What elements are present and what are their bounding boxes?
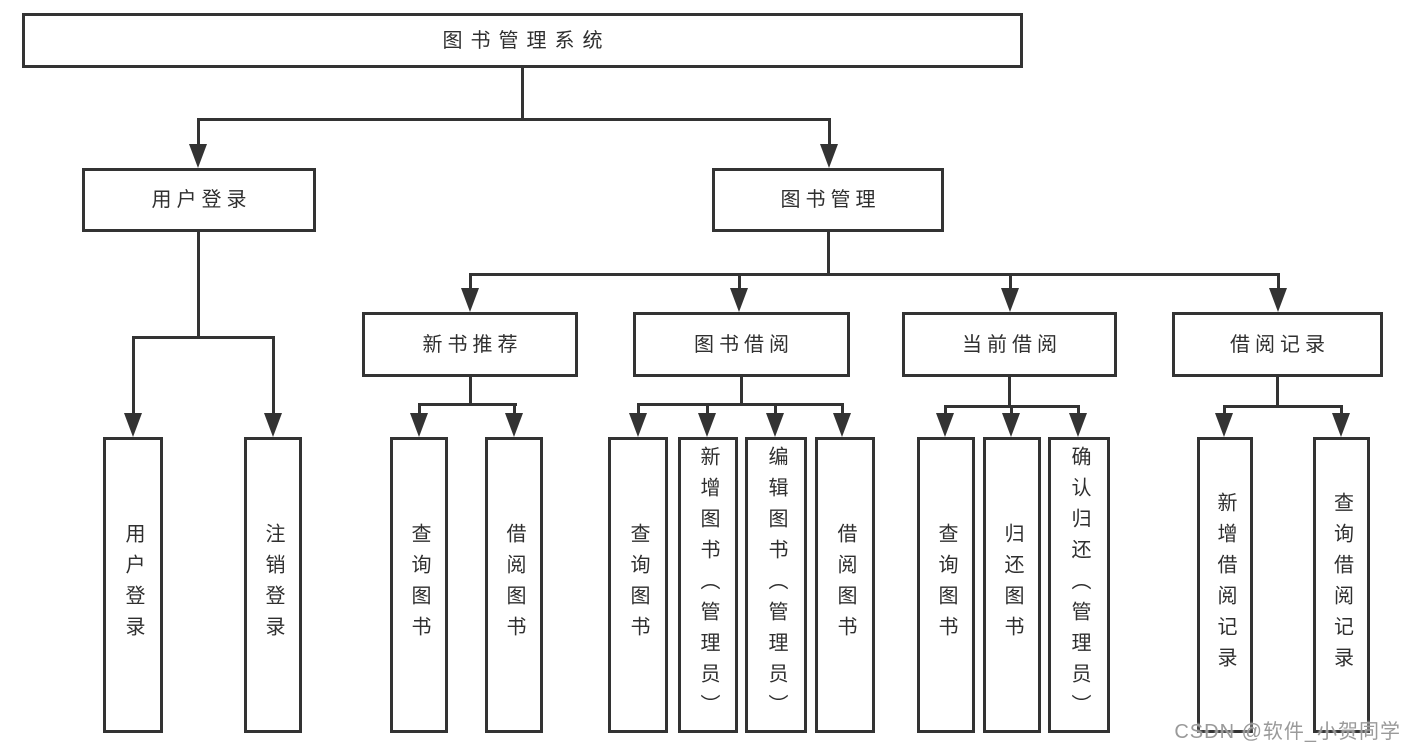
connector-borrowing-bar: [637, 403, 844, 406]
arrowhead-icon: [1332, 413, 1350, 437]
connector-records-bar: [1223, 405, 1343, 408]
leaf-query-books: 查询图书: [390, 437, 448, 733]
arrowhead-icon: [698, 413, 716, 437]
arrowhead-icon: [936, 413, 954, 437]
arrowhead-icon: [766, 413, 784, 437]
node-book-borrowing: 图书借阅: [633, 312, 850, 377]
arrowhead-icon: [410, 413, 428, 437]
leaf-query-books: 查询图书: [608, 437, 668, 733]
arrowhead-icon: [1215, 413, 1233, 437]
leaf-logout: 注销登录: [244, 437, 302, 733]
connector-leaf-drop: [1077, 405, 1080, 415]
node-book-management: 图书管理: [712, 168, 944, 232]
connector-leaf-drop: [513, 403, 516, 415]
connector-level3-drop: [738, 273, 741, 290]
connector-current-stem: [1008, 377, 1011, 405]
leaf-edit-books-admin: 编辑图书（管理员）: [745, 437, 807, 733]
connector-leaf-drop: [418, 403, 421, 415]
connector-level3-drop: [1277, 273, 1280, 290]
connector-newbook-stem: [469, 377, 472, 403]
connector-leaf-drop: [637, 403, 640, 415]
node-library-management-system: 图书管理系统: [22, 13, 1023, 68]
connector-leaf-drop: [944, 405, 947, 415]
connector-borrowing-stem: [740, 377, 743, 403]
connector-leaf-drop: [774, 403, 777, 415]
arrowhead-icon: [833, 413, 851, 437]
connector-level3-drop: [469, 273, 472, 290]
arrowhead-icon: [1001, 288, 1019, 312]
connector-user-login-drop: [197, 118, 200, 146]
connector-user-login-bar: [132, 336, 275, 339]
arrowhead-icon: [264, 413, 282, 437]
arrowhead-icon: [820, 144, 838, 168]
arrowhead-icon: [730, 288, 748, 312]
connector-leaf-drop: [272, 336, 275, 414]
arrowhead-icon: [1002, 413, 1020, 437]
arrowhead-icon: [461, 288, 479, 312]
leaf-add-books-admin: 新增图书（管理员）: [678, 437, 738, 733]
node-new-book-recommendation: 新书推荐: [362, 312, 578, 377]
leaf-borrow-books: 借阅图书: [485, 437, 543, 733]
leaf-add-borrow-record: 新增借阅记录: [1197, 437, 1253, 733]
connector-records-stem: [1276, 377, 1279, 405]
connector-level3-drop: [1009, 273, 1012, 290]
connector-book-mgmt-stem: [827, 232, 830, 273]
arrowhead-icon: [505, 413, 523, 437]
connector-leaf-drop: [1010, 405, 1013, 415]
connector-book-mgmt-bar: [469, 273, 1280, 276]
connector-leaf-drop: [1340, 405, 1343, 415]
connector-user-login-stem: [197, 232, 200, 336]
leaf-return-books: 归还图书: [983, 437, 1041, 733]
arrowhead-icon: [629, 413, 647, 437]
leaf-confirm-return-admin: 确认归还（管理员）: [1048, 437, 1110, 733]
leaf-query-borrow-record: 查询借阅记录: [1313, 437, 1370, 733]
connector-root-bar: [197, 118, 831, 121]
watermark: CSDN @软件_小贺同学: [1174, 721, 1401, 743]
connector-leaf-drop: [1223, 405, 1226, 415]
leaf-query-books: 查询图书: [917, 437, 975, 733]
node-current-borrowing: 当前借阅: [902, 312, 1117, 377]
node-borrowing-records: 借阅记录: [1172, 312, 1383, 377]
connector-newbook-bar: [418, 403, 517, 406]
connector-leaf-drop: [706, 403, 709, 415]
arrowhead-icon: [189, 144, 207, 168]
connector-root-stem: [521, 68, 524, 118]
connector-book-mgmt-drop: [828, 118, 831, 146]
leaf-borrow-books: 借阅图书: [815, 437, 875, 733]
leaf-user-login: 用户登录: [103, 437, 163, 733]
arrowhead-icon: [1269, 288, 1287, 312]
connector-leaf-drop: [841, 403, 844, 415]
arrowhead-icon: [124, 413, 142, 437]
arrowhead-icon: [1069, 413, 1087, 437]
connector-leaf-drop: [132, 336, 135, 414]
node-user-login: 用户登录: [82, 168, 316, 232]
